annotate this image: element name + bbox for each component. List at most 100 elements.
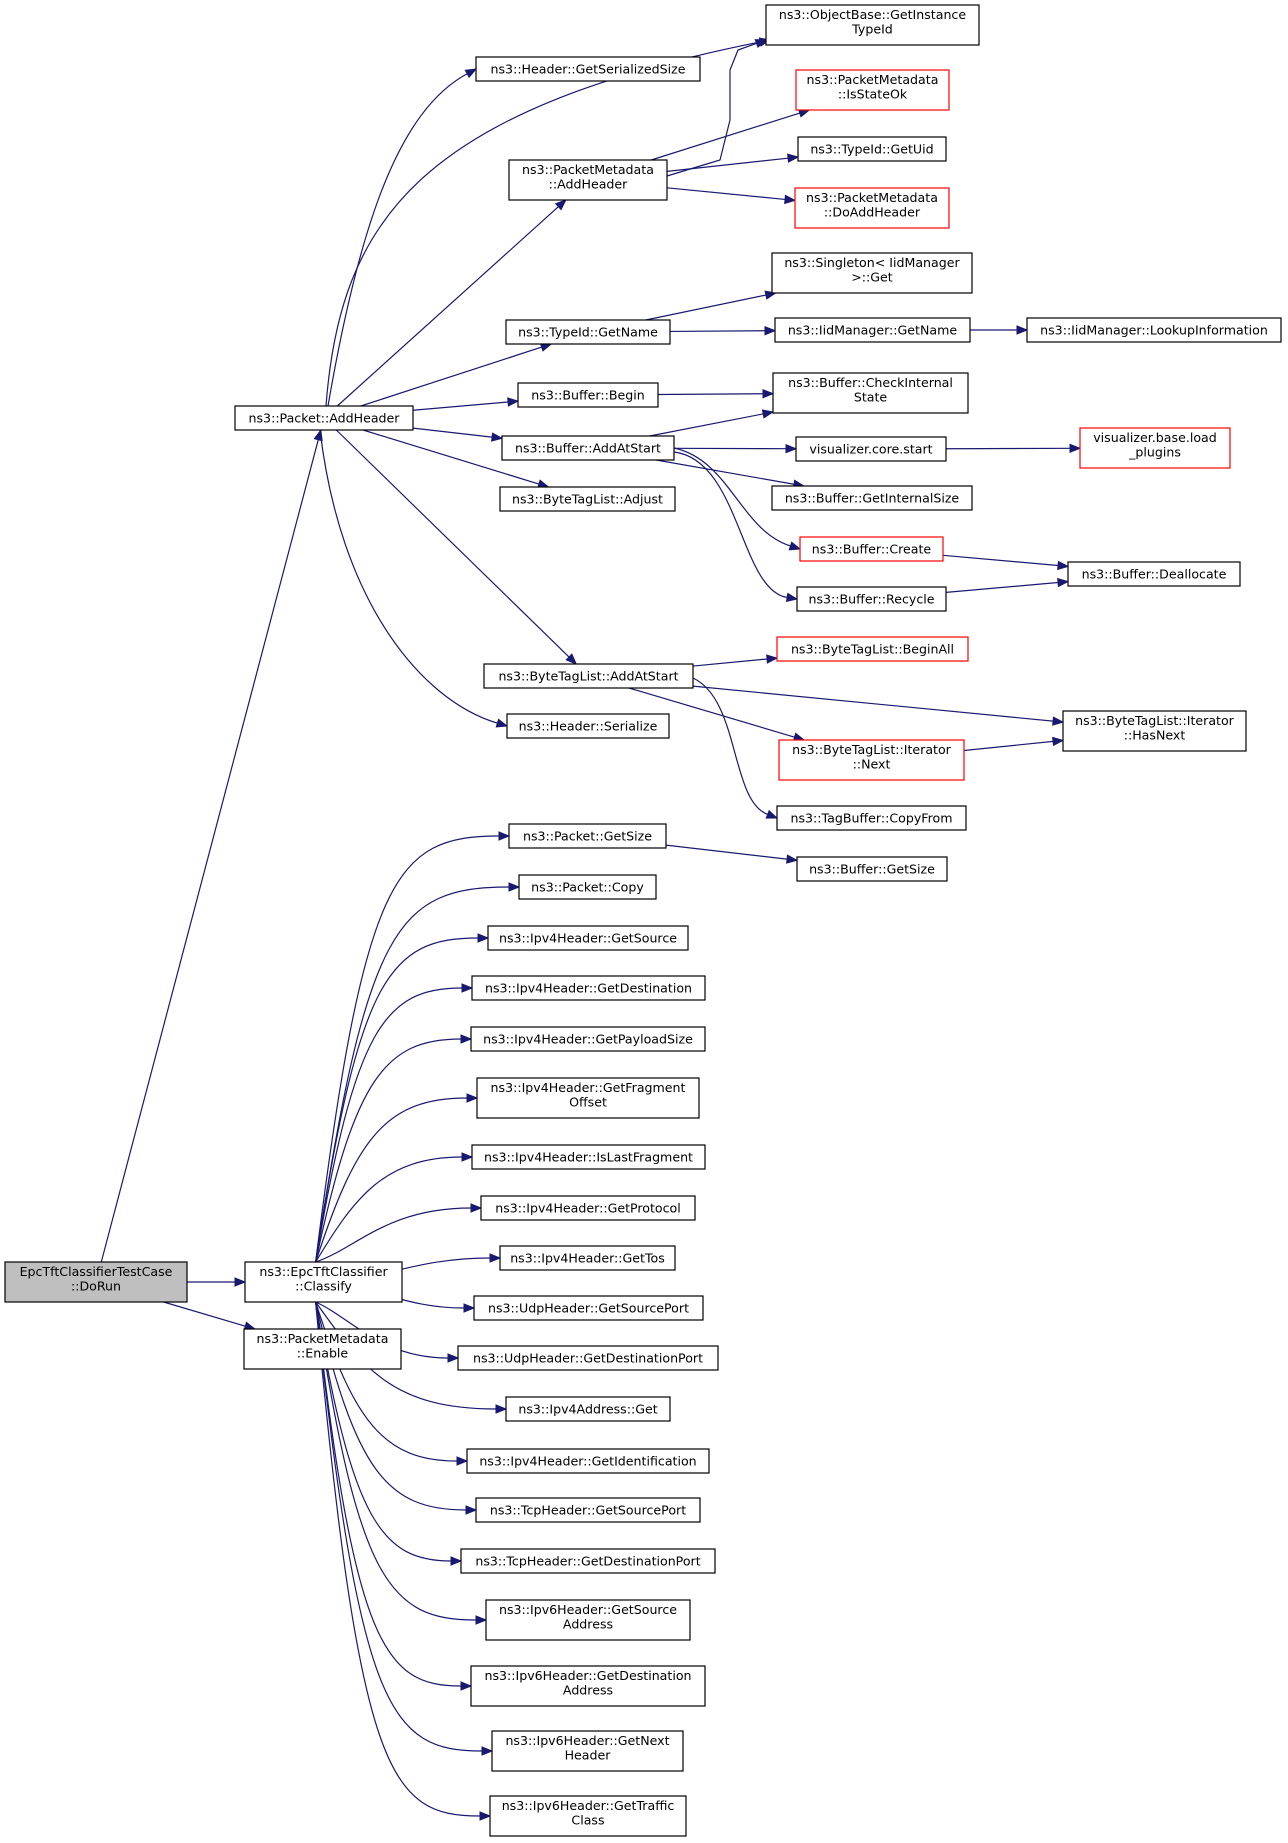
node-ns3-packetmetadata-doaddheader[interactable]: ns3::PacketMetadata::DoAddHeader bbox=[794, 187, 950, 229]
node-visualizer-core-start[interactable]: visualizer.core.start bbox=[795, 436, 947, 462]
node-ns3-bytetaglist-adjust[interactable]: ns3::ByteTagList::Adjust bbox=[499, 486, 676, 512]
edge-n1-n5 bbox=[325, 37, 772, 407]
node-ns3-tagbuffer-copyfrom[interactable]: ns3::TagBuffer::CopyFrom bbox=[776, 805, 967, 831]
node-ns3-ipv4header-getpayloadsize[interactable]: ns3::Ipv4Header::GetPayloadSize bbox=[470, 1026, 706, 1052]
node-ns3-packet-copy[interactable]: ns3::Packet::Copy bbox=[518, 874, 657, 900]
node-ns3-ipv4header-gettos[interactable]: ns3::Ipv4Header::GetTos bbox=[499, 1245, 676, 1271]
edge-n7-n16 bbox=[645, 290, 778, 321]
node-label: ns3::Buffer::Begin bbox=[531, 388, 644, 403]
node-label: ns3::Buffer::Deallocate bbox=[1082, 567, 1227, 582]
node-box bbox=[796, 586, 947, 612]
node-label: ns3::Ipv4Header::GetProtocol bbox=[495, 1201, 681, 1216]
node-box bbox=[457, 1345, 719, 1371]
node-ns3-bytetaglist-addatstart[interactable]: ns3::ByteTagList::AddAtStart bbox=[483, 663, 694, 689]
node-box bbox=[1067, 561, 1241, 587]
node-label: ns3::Header::Serialize bbox=[519, 719, 658, 734]
node-box bbox=[485, 1599, 691, 1641]
node-label: ::IsStateOk bbox=[838, 87, 908, 102]
node-ns3-buffer-getinternalsize[interactable]: ns3::Buffer::GetInternalSize bbox=[771, 485, 973, 511]
node-ns3-buffer-getsize[interactable]: ns3::Buffer::GetSize bbox=[796, 856, 948, 882]
node-box bbox=[234, 405, 414, 431]
node-label: ns3::Buffer::AddAtStart bbox=[515, 441, 661, 456]
node-box bbox=[518, 874, 657, 900]
node-label: _plugins bbox=[1128, 445, 1181, 460]
node-ns3-tcpheader-getdestinationport[interactable]: ns3::TcpHeader::GetDestinationPort bbox=[460, 1548, 716, 1574]
node-label: ns3::Buffer::GetInternalSize bbox=[785, 491, 960, 506]
node-ns3-tcpheader-getsourceport[interactable]: ns3::TcpHeader::GetSourcePort bbox=[475, 1497, 701, 1523]
edge-n2-n49 bbox=[315, 1301, 492, 1821]
edge-n17-n18 bbox=[970, 325, 1029, 335]
edge-n2-n34 bbox=[315, 983, 474, 1263]
edge-n2-n42 bbox=[315, 1301, 508, 1414]
node-label: ns3::TcpHeader::GetSourcePort bbox=[490, 1503, 686, 1518]
node-ns3-packetmetadata-isstateok[interactable]: ns3::PacketMetadata::IsStateOk bbox=[795, 69, 950, 111]
node-ns3-bytetaglist-beginall[interactable]: ns3::ByteTagList::BeginAll bbox=[776, 636, 969, 662]
node-label: ns3::Ipv4Header::GetIdentification bbox=[479, 1454, 696, 1469]
node-label: State bbox=[854, 390, 888, 405]
node-ns3-buffer-begin[interactable]: ns3::Buffer::Begin bbox=[517, 382, 659, 408]
node-ns3-epctftclassifier-classify[interactable]: ns3::EpcTftClassifier::Classify bbox=[244, 1261, 403, 1303]
node-box bbox=[776, 805, 967, 831]
node-ns3-udpheader-getdestinationport[interactable]: ns3::UdpHeader::GetDestinationPort bbox=[457, 1345, 719, 1371]
node-epctftclassifiertestcase-dorun[interactable]: EpcTftClassifierTestCase::DoRun bbox=[4, 1261, 188, 1303]
node-visualizer-base-load-plugins[interactable]: visualizer.base.load_plugins bbox=[1079, 427, 1231, 469]
node-ns3-bytetaglist-iterator-next[interactable]: ns3::ByteTagList::Iterator::Next bbox=[778, 739, 965, 781]
node-box bbox=[470, 1026, 706, 1052]
node-ns3-typeid-getuid[interactable]: ns3::TypeId::GetUid bbox=[797, 136, 947, 162]
node-ns3-header-serialize[interactable]: ns3::Header::Serialize bbox=[506, 713, 670, 739]
node-label: ns3::PacketMetadata bbox=[522, 162, 654, 177]
node-label: Address bbox=[563, 1683, 613, 1698]
node-box bbox=[795, 69, 950, 111]
node-ns3-packet-getsize[interactable]: ns3::Packet::GetSize bbox=[508, 823, 667, 849]
node-ns3-ipv4header-getsource[interactable]: ns3::Ipv4Header::GetSource bbox=[487, 925, 689, 951]
edge-n2-n43 bbox=[315, 1301, 469, 1466]
edge-n6-n14 bbox=[666, 153, 800, 172]
edge-n1-n11 bbox=[335, 429, 578, 665]
node-ns3-buffer-recycle[interactable]: ns3::Buffer::Recycle bbox=[796, 586, 947, 612]
node-ns3-ipv4header-getprotocol[interactable]: ns3::Ipv4Header::GetProtocol bbox=[480, 1195, 696, 1221]
node-ns3-iidmanager-getname[interactable]: ns3::IidManager::GetName bbox=[774, 317, 971, 343]
edge-n9-n20 bbox=[673, 443, 798, 454]
node-ns3-typeid-getname[interactable]: ns3::TypeId::GetName bbox=[505, 319, 671, 345]
node-ns3-packetmetadata-addheader[interactable]: ns3::PacketMetadata::AddHeader bbox=[508, 159, 668, 201]
node-ns3-ipv4header-getidentification[interactable]: ns3::Ipv4Header::GetIdentification bbox=[466, 1448, 710, 1474]
node-ns3-buffer-deallocate[interactable]: ns3::Buffer::Deallocate bbox=[1067, 561, 1241, 587]
node-box bbox=[499, 1245, 676, 1271]
node-ns3-bytetaglist-iterator-hasnext[interactable]: ns3::ByteTagList::Iterator::HasNext bbox=[1062, 710, 1247, 752]
node-box bbox=[797, 136, 947, 162]
node-label: EpcTftClassifierTestCase bbox=[20, 1264, 173, 1279]
node-box bbox=[1079, 427, 1231, 469]
node-box bbox=[794, 187, 950, 229]
edge-n9-n23 bbox=[673, 447, 802, 551]
node-ns3-packetmetadata-enable[interactable]: ns3::PacketMetadata::Enable bbox=[243, 1328, 402, 1370]
node-label: ns3::IidManager::LookupInformation bbox=[1040, 323, 1268, 338]
node-box bbox=[776, 636, 969, 662]
node-ns3-header-getserializedsize[interactable]: ns3::Header::GetSerializedSize bbox=[475, 56, 701, 82]
node-label: ns3::ByteTagList::AddAtStart bbox=[498, 669, 678, 684]
node-box bbox=[471, 975, 706, 1001]
node-ns3-singleton-iidmanager-get[interactable]: ns3::Singleton< IidManager >::Get bbox=[771, 252, 973, 294]
node-ns3-buffer-addatstart[interactable]: ns3::Buffer::AddAtStart bbox=[501, 435, 675, 461]
node-ns3-buffer-create[interactable]: ns3::Buffer::Create bbox=[799, 536, 944, 562]
nodes-layer: EpcTftClassifierTestCase::DoRunns3::Pack… bbox=[4, 4, 1282, 1837]
node-ns3-packet-addheader[interactable]: ns3::Packet::AddHeader bbox=[234, 405, 414, 431]
edge-n1-n4 bbox=[327, 68, 478, 407]
node-ns3-ipv4header-islastfragment[interactable]: ns3::Ipv4Header::IsLastFragment bbox=[471, 1144, 706, 1170]
node-ns3-ipv4address-get[interactable]: ns3::Ipv4Address::Get bbox=[505, 1396, 671, 1422]
edge-n23-n24 bbox=[942, 554, 1070, 571]
node-ns3-iidmanager-lookupinformation[interactable]: ns3::IidManager::LookupInformation bbox=[1026, 317, 1282, 343]
edge-n20-n21 bbox=[945, 443, 1082, 454]
node-ns3-udpheader-getsourceport[interactable]: ns3::UdpHeader::GetSourcePort bbox=[473, 1295, 704, 1321]
edge-n2-n38 bbox=[315, 1203, 483, 1263]
edge-n2-n37 bbox=[315, 1152, 474, 1263]
node-label: ns3::TypeId::GetUid bbox=[810, 142, 933, 157]
node-label: ns3::ObjectBase::GetInstance bbox=[779, 7, 966, 22]
node-ns3-ipv4header-getdestination[interactable]: ns3::Ipv4Header::GetDestination bbox=[471, 975, 706, 1001]
